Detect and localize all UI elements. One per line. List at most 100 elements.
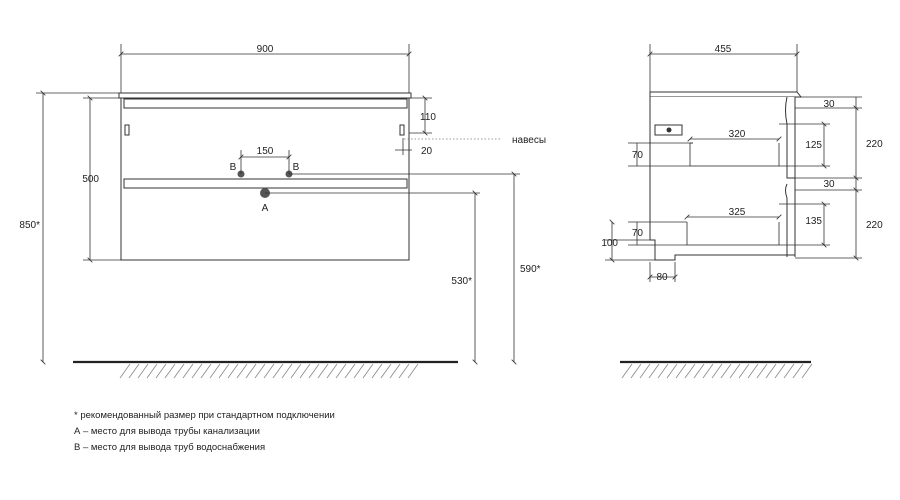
front-handle-top <box>123 98 408 109</box>
hatch-line <box>335 363 347 379</box>
side-drawer-2 <box>686 222 780 246</box>
dim-drawer1-height: 125 <box>805 140 822 151</box>
hatch-line <box>362 363 374 379</box>
side-dimension-labels: 455 320 325 30 220 30 220 125 135 70 70 … <box>601 44 883 283</box>
label-supply-right: B <box>293 162 300 173</box>
hatch-line <box>630 363 642 379</box>
hatch-line <box>389 363 401 379</box>
dim-gap-top: 30 <box>823 99 835 110</box>
hatch-line <box>245 363 257 379</box>
dim-supply-height: 590* <box>520 264 541 275</box>
hatch-line <box>765 363 777 379</box>
front-hinge-left <box>124 124 130 136</box>
dim-plinth-height: 100 <box>601 238 618 249</box>
hatch-line <box>272 363 284 379</box>
label-hinges: навесы <box>512 135 546 146</box>
hatch-line <box>200 363 212 379</box>
dim-drain-height: 530* <box>451 276 472 287</box>
hatch-line <box>648 363 660 379</box>
hatch-line <box>398 363 410 379</box>
dim-gap-mid: 30 <box>823 179 835 190</box>
note-drain: А – место для вывода трубы канализации <box>74 426 260 437</box>
hatch-line <box>299 363 311 379</box>
hatch-line <box>666 363 678 379</box>
side-view <box>620 91 813 379</box>
hatch-line <box>371 363 383 379</box>
hatch-line <box>164 363 176 379</box>
hatch-line <box>308 363 320 379</box>
hatch-line <box>756 363 768 379</box>
side-dimensions <box>605 44 862 282</box>
front-dimensions <box>36 44 520 362</box>
dim-drawer1-front: 220 <box>866 139 883 150</box>
dim-depth: 455 <box>715 44 732 55</box>
dim-height-total: 850* <box>19 220 40 231</box>
hatch-line <box>119 363 131 379</box>
front-hinge-right <box>399 124 405 136</box>
hatch-line <box>407 363 419 379</box>
hatch-line <box>639 363 651 379</box>
hatch-line <box>236 363 248 379</box>
hatch-line <box>738 363 750 379</box>
hatch-line <box>326 363 338 379</box>
hatch-line <box>720 363 732 379</box>
notes: * рекомендованный размер при стандартном… <box>74 408 335 456</box>
dim-drawer2-depth: 325 <box>729 207 746 218</box>
dim-plinth-depth: 80 <box>656 272 668 283</box>
front-dimension-labels: 900 850* 500 110 20 150 530* 590* B B A … <box>19 44 546 287</box>
side-cabinet-body <box>649 97 796 261</box>
dim-supply-spacing: 150 <box>257 146 274 157</box>
side-drawer-1 <box>689 143 780 167</box>
hatch-line <box>774 363 786 379</box>
hatch-line <box>792 363 804 379</box>
front-view <box>73 92 458 379</box>
hatch-line <box>702 363 714 379</box>
dim-height-cabinet: 500 <box>82 174 99 185</box>
hatch-line <box>137 363 149 379</box>
hatch-line <box>344 363 356 379</box>
dim-drawer2-height: 135 <box>805 216 822 227</box>
hatch-line <box>191 363 203 379</box>
hatch-line <box>290 363 302 379</box>
hatch-line <box>218 363 230 379</box>
label-supply-left: B <box>230 162 237 173</box>
hatch-line <box>128 363 140 379</box>
hatch-line <box>146 363 158 379</box>
dim-drawer1-offset: 70 <box>632 150 644 161</box>
hatch-line <box>182 363 194 379</box>
hatch-line <box>801 363 813 379</box>
hatch-line <box>621 363 633 379</box>
side-floor-hatch <box>621 363 813 379</box>
note-supply: В – место для вывода труб водоснабжения <box>74 442 266 453</box>
dim-hinge-offset: 20 <box>421 146 433 157</box>
hatch-line <box>281 363 293 379</box>
hatch-line <box>353 363 365 379</box>
hatch-line <box>684 363 696 379</box>
hatch-line <box>711 363 723 379</box>
hatch-line <box>783 363 795 379</box>
front-handle-mid <box>123 178 408 189</box>
hatch-line <box>693 363 705 379</box>
note-recommended: * рекомендованный размер при стандартном… <box>74 410 335 421</box>
hatch-line <box>675 363 687 379</box>
hatch-line <box>317 363 329 379</box>
front-countertop <box>118 92 412 99</box>
dim-drawer1-depth: 320 <box>729 129 746 140</box>
hatch-line <box>173 363 185 379</box>
label-drain: A <box>262 203 269 214</box>
hatch-line <box>254 363 266 379</box>
hatch-line <box>227 363 239 379</box>
dim-drawer2-offset: 70 <box>632 228 644 239</box>
hatch-line <box>209 363 221 379</box>
dim-width: 900 <box>257 44 274 55</box>
hatch-line <box>729 363 741 379</box>
hatch-line <box>155 363 167 379</box>
hatch-line <box>263 363 275 379</box>
side-front-panel-bottom <box>785 183 788 257</box>
hatch-line <box>747 363 759 379</box>
front-floor-hatch <box>119 363 419 379</box>
dim-drawer-top-offset: 110 <box>420 112 436 123</box>
hatch-line <box>657 363 669 379</box>
hatch-line <box>380 363 392 379</box>
